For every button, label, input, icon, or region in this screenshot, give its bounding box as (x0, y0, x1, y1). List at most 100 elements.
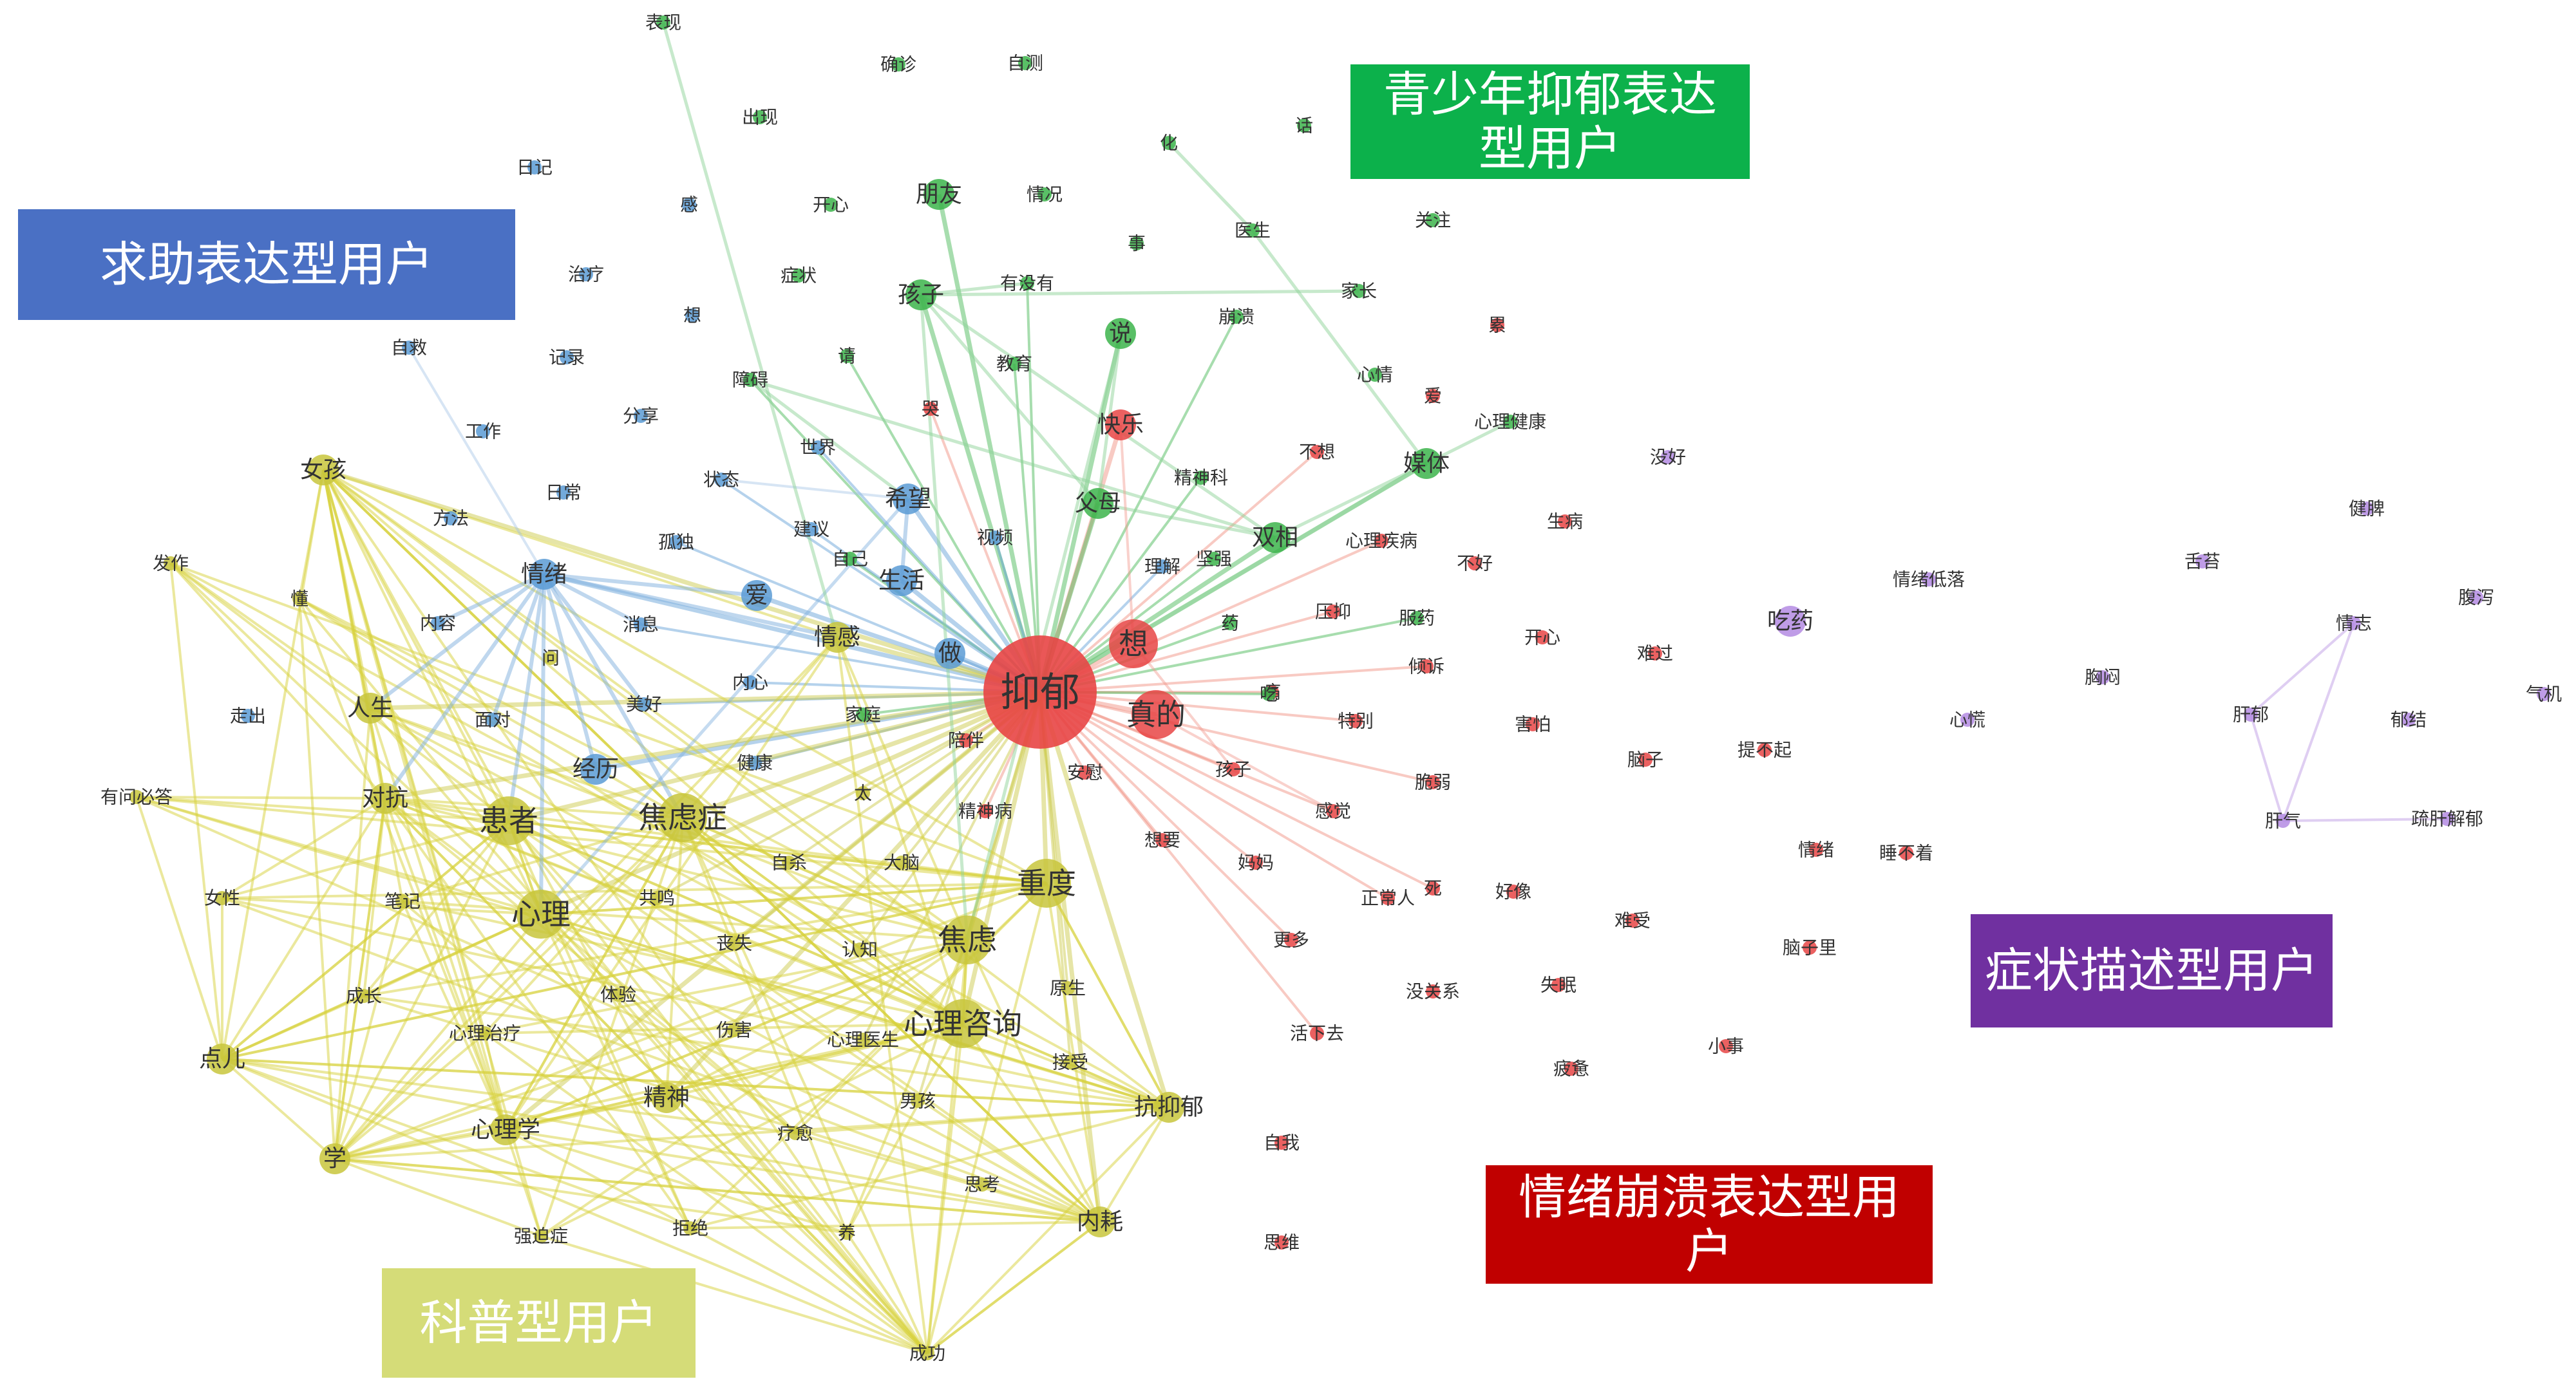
node-有问必答: 有问必答 (100, 787, 173, 808)
node-circle (824, 198, 838, 212)
node-label: 大脑 (884, 852, 920, 874)
edge (1026, 283, 1041, 693)
edge (690, 1221, 1101, 1230)
node-circle (355, 693, 386, 724)
node-label: 学 (323, 1146, 346, 1172)
edge (966, 939, 1101, 1223)
node-药: 药 (1221, 613, 1239, 634)
node-circle (1374, 534, 1388, 548)
edge (408, 346, 545, 576)
edge (918, 294, 1043, 693)
edge (370, 707, 963, 1025)
node-circle (319, 1143, 350, 1174)
node-circle (727, 936, 741, 950)
node-自我: 自我 (1264, 1132, 1300, 1154)
node-label: 哭 (922, 399, 940, 420)
node-label: 经历 (573, 756, 619, 783)
edge (298, 597, 929, 1355)
node-心理疾病: 心理疾病 (1345, 530, 1417, 552)
node-label: 出现 (742, 107, 778, 128)
edge (1037, 333, 1123, 693)
edge (437, 572, 545, 625)
node-label: 双相 (1252, 525, 1298, 551)
node-没关系: 没关系 (1406, 981, 1460, 1002)
edge (369, 708, 507, 1130)
node-label: 状态 (703, 469, 739, 491)
node-label: 想 (1119, 626, 1148, 661)
edge (169, 563, 223, 1060)
node-label: 精神科 (1174, 467, 1228, 489)
node-circle (840, 1226, 854, 1240)
node-circle (822, 622, 853, 653)
node-label: 希望 (885, 486, 931, 512)
node-label: 做 (938, 641, 961, 667)
node-情绪: 情绪 (521, 559, 567, 590)
node-丧失: 丧失 (716, 933, 752, 954)
node-circle (560, 350, 574, 364)
node-自救: 自救 (391, 337, 427, 359)
node-circle (1503, 415, 1517, 429)
node-circle (484, 796, 533, 845)
node-label: 心理治疗 (449, 1023, 521, 1044)
node-circle (478, 1026, 492, 1040)
node-生病: 生病 (1547, 511, 1583, 532)
node-circle (1022, 859, 1071, 908)
node-circle (2276, 814, 2290, 828)
node-circle (988, 530, 1002, 545)
node-更多: 更多 (1273, 930, 1309, 951)
node-circle (1506, 885, 1520, 899)
node-label: 障碍 (732, 370, 768, 391)
node-共鸣: 共鸣 (639, 888, 675, 909)
node-circle (1018, 56, 1032, 70)
node-label: 有问必答 (100, 787, 173, 808)
edge (1155, 713, 1334, 812)
edge (334, 1158, 848, 1234)
node-压抑: 压抑 (1315, 601, 1351, 623)
node-circle (1194, 471, 1208, 485)
node-太: 太 (854, 783, 872, 804)
node-label: 丧失 (716, 933, 752, 954)
node-情况: 情况 (1027, 184, 1063, 205)
edge (334, 798, 386, 1159)
node-特别: 特别 (1338, 711, 1374, 732)
edge (961, 1022, 1101, 1223)
edge (491, 573, 546, 721)
edge (507, 574, 546, 821)
node-疏肝解郁: 疏肝解郁 (2411, 809, 2483, 830)
node-label: 提不起 (1738, 740, 1792, 761)
node-label: 心理学 (471, 1117, 540, 1143)
node-label: 太 (854, 783, 872, 804)
node-教育: 教育 (996, 353, 1032, 375)
node-circle (727, 1023, 741, 1037)
node-label: 气机 (2526, 684, 2562, 705)
node-label: 爱 (1424, 386, 1442, 407)
node-自测: 自测 (1007, 53, 1043, 74)
edge (926, 1106, 1170, 1355)
node-circle (637, 697, 651, 711)
node-label: 化 (1160, 133, 1178, 154)
node-circle (1809, 843, 1823, 857)
node-circle (911, 1094, 925, 1108)
node-点儿: 点儿 (199, 1044, 245, 1074)
node-label: 腹泻 (2458, 587, 2494, 608)
edge (846, 1232, 929, 1355)
node-label: 难受 (1615, 910, 1651, 932)
edge (298, 597, 964, 1025)
edge (936, 194, 1043, 693)
node-circle (743, 373, 757, 387)
node-对抗: 对抗 (362, 783, 408, 814)
node-circle (1426, 213, 1440, 227)
edge (795, 1132, 1101, 1223)
edge (323, 469, 1047, 885)
node-健康: 健康 (737, 753, 773, 774)
edge (1274, 462, 1428, 539)
legend-popular-science-users: 科普型用户 (382, 1268, 696, 1378)
node-label: 医生 (1235, 220, 1271, 241)
node-健脾: 健脾 (2349, 498, 2385, 520)
node-方法: 方法 (433, 508, 469, 529)
node-label: 真的 (1126, 697, 1186, 732)
node-label: 失眠 (1540, 975, 1577, 996)
edge (676, 541, 1041, 693)
node-circle (1719, 1039, 1733, 1053)
node-label: 发作 (153, 553, 189, 574)
